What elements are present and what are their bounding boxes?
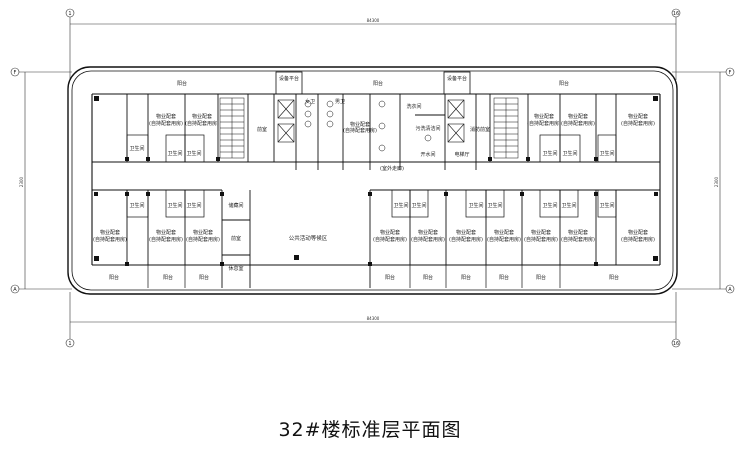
grid-label-left-top: F bbox=[14, 70, 17, 76]
label-elevator-room: 电梯厅 bbox=[454, 151, 469, 158]
label-property-t4: 物业配套 bbox=[534, 113, 554, 120]
label-property-b5: 物业配套 bbox=[418, 229, 438, 236]
label-balcony-b2: 阳台 bbox=[163, 274, 173, 281]
plan-title: 32#楼标准层平面图 bbox=[278, 419, 462, 441]
label-property-sub-b5: (自持配套用房) bbox=[411, 236, 445, 243]
label-bath-t2: 卫生间 bbox=[167, 150, 182, 157]
label-property-sub-b9: (自持配套用房) bbox=[561, 236, 595, 243]
label-bath-b10: 卫生间 bbox=[599, 202, 614, 209]
label-balcony-b3: 阳台 bbox=[199, 274, 209, 281]
label-lounge: 休息室 bbox=[228, 265, 243, 272]
dimension-top: 84300 bbox=[367, 18, 380, 23]
label-property-b1: 物业配套 bbox=[100, 229, 120, 236]
label-property-sub-t6: (自持配套用房) bbox=[621, 120, 655, 127]
label-laundry: 洗衣间 bbox=[406, 103, 421, 110]
label-property-sub-b10: (自持配套用房) bbox=[621, 236, 655, 243]
label-bath-t1: 卫生间 bbox=[129, 145, 144, 152]
label-balcony-top-1: 阳台 bbox=[177, 80, 187, 87]
label-bath-t4: 卫生间 bbox=[542, 150, 557, 157]
grid-label-bottom-right: 16 bbox=[673, 341, 679, 347]
label-equipment-platform-1: 设备平台 bbox=[279, 75, 299, 82]
grid-label-right-top: F bbox=[729, 70, 732, 76]
label-property-b6: 物业配套 bbox=[456, 229, 476, 236]
label-front-room-b: 前室 bbox=[231, 235, 241, 242]
label-public-area: 公共活动等候区 bbox=[289, 234, 328, 242]
label-property-b3: 物业配套 bbox=[193, 229, 213, 236]
label-bath-b5: 卫生间 bbox=[411, 202, 426, 209]
label-bath-b1: 卫生间 bbox=[129, 202, 144, 209]
label-water-room: 开水间 bbox=[420, 151, 435, 158]
label-bath-t5: 卫生间 bbox=[562, 150, 577, 157]
label-property-t2: 物业配套 bbox=[192, 113, 212, 120]
dimension-left: 2300 bbox=[19, 176, 24, 187]
label-cleaning: 污洗清洁间 bbox=[415, 125, 440, 132]
label-property-b9: 物业配套 bbox=[568, 229, 588, 236]
label-bath-b9: 卫生间 bbox=[561, 202, 576, 209]
label-property-t3: 物业配套 bbox=[350, 121, 370, 128]
label-front-room: 前室 bbox=[257, 126, 267, 133]
label-property-t6: 物业配套 bbox=[628, 113, 648, 120]
label-property-sub-t3: (自持配套用房) bbox=[343, 127, 377, 134]
label-property-sub-b3: (自持配套用房) bbox=[186, 236, 220, 243]
label-balcony-b4: 阳台 bbox=[385, 274, 395, 281]
label-property-b2: 物业配套 bbox=[156, 229, 176, 236]
label-property-t1: 物业配套 bbox=[156, 113, 176, 120]
label-property-sub-b6: (自持配套用房) bbox=[449, 236, 483, 243]
label-female-wc: 女卫 bbox=[305, 98, 315, 105]
label-property-b8: 物业配套 bbox=[531, 229, 551, 236]
label-balcony-b8: 阳台 bbox=[536, 274, 546, 281]
grid-label-bottom-left: 1 bbox=[68, 341, 71, 347]
label-property-sub-b1: (自持配套用房) bbox=[93, 236, 127, 243]
label-outdoor-note: (室外走廊) bbox=[380, 165, 404, 172]
dimension-bottom: 84300 bbox=[367, 316, 380, 321]
grid-label-top-left: 1 bbox=[68, 11, 71, 17]
label-property-b7: 物业配套 bbox=[494, 229, 514, 236]
label-property-sub-b4: (自持配套用房) bbox=[373, 236, 407, 243]
grid-label-left-bottom: A bbox=[13, 287, 17, 293]
label-storage: 储藏间 bbox=[228, 202, 243, 209]
label-bath-b6: 卫生间 bbox=[468, 202, 483, 209]
label-bath-b7: 卫生间 bbox=[487, 202, 502, 209]
label-bath-b4: 卫生间 bbox=[393, 202, 408, 209]
label-property-sub-t5: (自持配套用房) bbox=[561, 120, 595, 127]
label-property-sub-t2: (自持配套用房) bbox=[185, 120, 219, 127]
label-property-sub-b8: (自持配套用房) bbox=[524, 236, 558, 243]
label-bath-b8: 卫生间 bbox=[542, 202, 557, 209]
label-property-b4: 物业配套 bbox=[380, 229, 400, 236]
label-balcony-b9: 阳台 bbox=[609, 274, 619, 281]
label-bath-b2: 卫生间 bbox=[167, 202, 182, 209]
label-balcony-b7: 阳台 bbox=[499, 274, 509, 281]
grid-label-right-bottom: A bbox=[728, 287, 732, 293]
label-balcony-top-3: 阳台 bbox=[559, 80, 569, 87]
label-balcony-b1: 阳台 bbox=[109, 274, 119, 281]
label-male-wc: 男卫 bbox=[335, 99, 345, 105]
label-bath-t3: 卫生间 bbox=[186, 150, 201, 157]
label-equipment-platform-2: 设备平台 bbox=[447, 75, 467, 82]
label-property-sub-t4: (自持配套用房) bbox=[527, 120, 561, 127]
dimension-right: 2300 bbox=[714, 176, 719, 187]
label-balcony-b5: 阳台 bbox=[423, 274, 433, 281]
label-bath-b3: 卫生间 bbox=[186, 202, 201, 209]
label-property-sub-b7: (自持配套用房) bbox=[487, 236, 521, 243]
label-property-sub-t1: (自持配套用房) bbox=[149, 120, 183, 127]
label-property-t5: 物业配套 bbox=[568, 113, 588, 120]
label-bath-t6: 卫生间 bbox=[599, 150, 614, 157]
label-balcony-top-2: 阳台 bbox=[373, 80, 383, 87]
grid-label-top-right: 16 bbox=[673, 11, 679, 17]
label-property-sub-b2: (自持配套用房) bbox=[149, 236, 183, 243]
label-fire-front-room: 消防前室 bbox=[470, 126, 490, 133]
label-balcony-b6: 阳台 bbox=[461, 274, 471, 281]
label-property-b10: 物业配套 bbox=[628, 229, 648, 236]
